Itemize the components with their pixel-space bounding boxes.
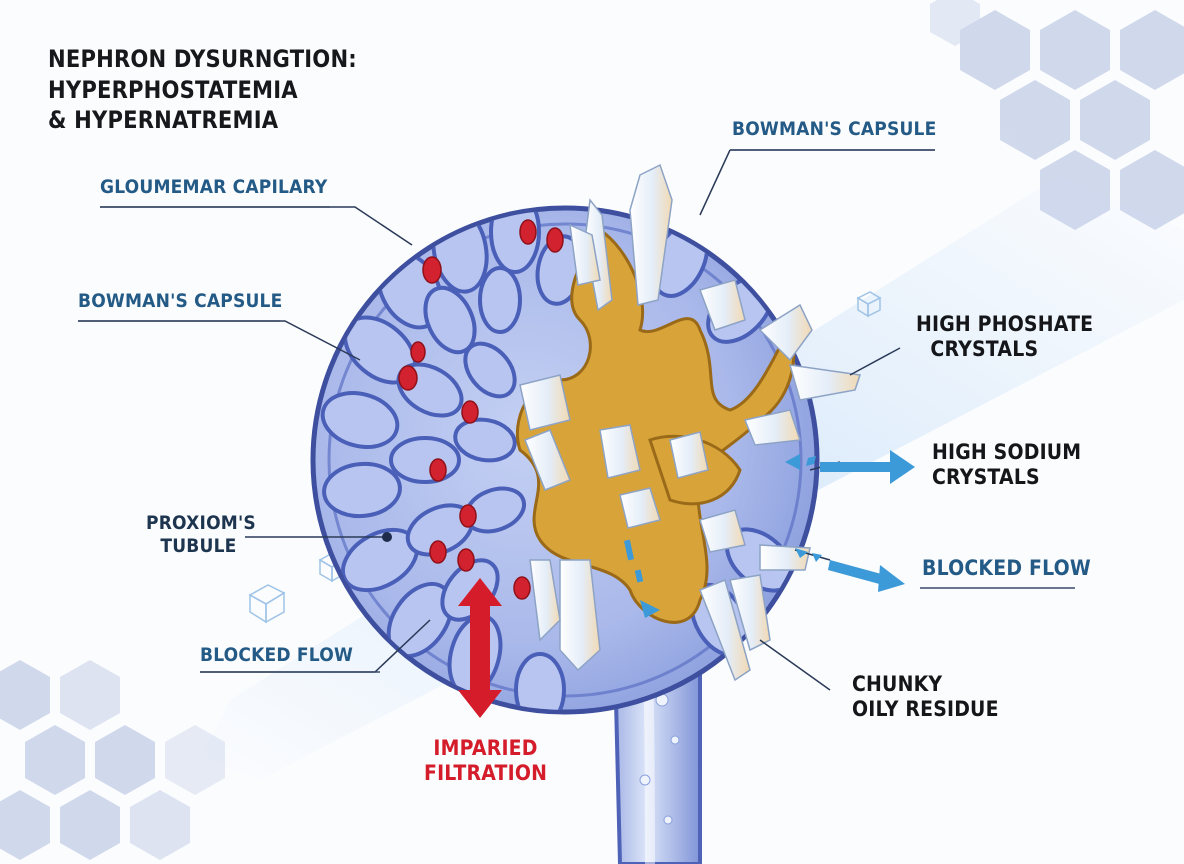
label-chunky-oily-residue-line-2: OILY RESIDUE	[852, 697, 999, 722]
hexagon-pattern-bottom-left	[0, 660, 225, 860]
label-high-phoshate-crystals-line-1: HIGH PHOSHATE	[916, 312, 1094, 336]
diagram-title: NEPHRON DYSURNGTION: HYPERPHOSTATEMIA & …	[48, 44, 541, 136]
label-chunky-oily-residue-line-1: CHUNKY	[852, 672, 943, 696]
label-blocked-flow-right: BLOCKED FLOW	[922, 556, 1091, 580]
label-imparied-filtration: IMPARIED FILTRATION	[424, 736, 547, 786]
label-high-phoshate-crystals: HIGH PHOSHATE CRYSTALS	[916, 312, 1093, 362]
label-bowmans-capsule-top: BOWMAN'S CAPSULE	[732, 118, 937, 140]
label-bowmans-capsule-left: BOWMAN'S CAPSULE	[78, 290, 283, 312]
label-proxioms-tubule: PROXIOM'S TUBULE	[146, 512, 256, 558]
title-line-2: & HYPERNATREMIA	[48, 106, 279, 135]
title-line-1: NEPHRON DYSURNGTION: HYPERPHOSTATEMIA	[48, 45, 357, 104]
label-high-sodium-crystals-line-2: CRYSTALS	[932, 465, 1040, 490]
sodium-crystals-arrow	[785, 450, 915, 484]
hexagon-pattern-top-right	[930, 0, 1184, 230]
proxiom-tubule-marker-dot	[382, 532, 392, 542]
label-high-sodium-crystals: HIGH SODIUM CRYSTALS	[932, 440, 1081, 490]
label-imparied-filtration-line-2: FILTRATION	[424, 761, 548, 786]
tubule-flow-arrow	[623, 539, 660, 618]
label-high-phoshate-crystals-line-2: CRYSTALS	[930, 337, 1039, 362]
label-underlines	[78, 149, 1075, 673]
label-proxioms-tubule-line-1: PROXIOM'S	[146, 512, 256, 534]
label-blocked-flow-left: BLOCKED FLOW	[200, 644, 354, 666]
label-gloumemar-capilary: GLOUMEMAR CAPILARY	[100, 176, 328, 198]
phosphate-crystals	[519, 163, 861, 682]
label-high-sodium-crystals-line-1: HIGH SODIUM	[932, 440, 1082, 464]
label-chunky-oily-residue: CHUNKY OILY RESIDUE	[852, 672, 999, 722]
label-proxioms-tubule-line-2: TUBULE	[160, 534, 237, 557]
impaired-filtration-double-arrow	[458, 578, 502, 718]
blocked-flow-arrow-right	[795, 548, 905, 592]
label-imparied-filtration-line-1: IMPARIED	[433, 736, 538, 760]
